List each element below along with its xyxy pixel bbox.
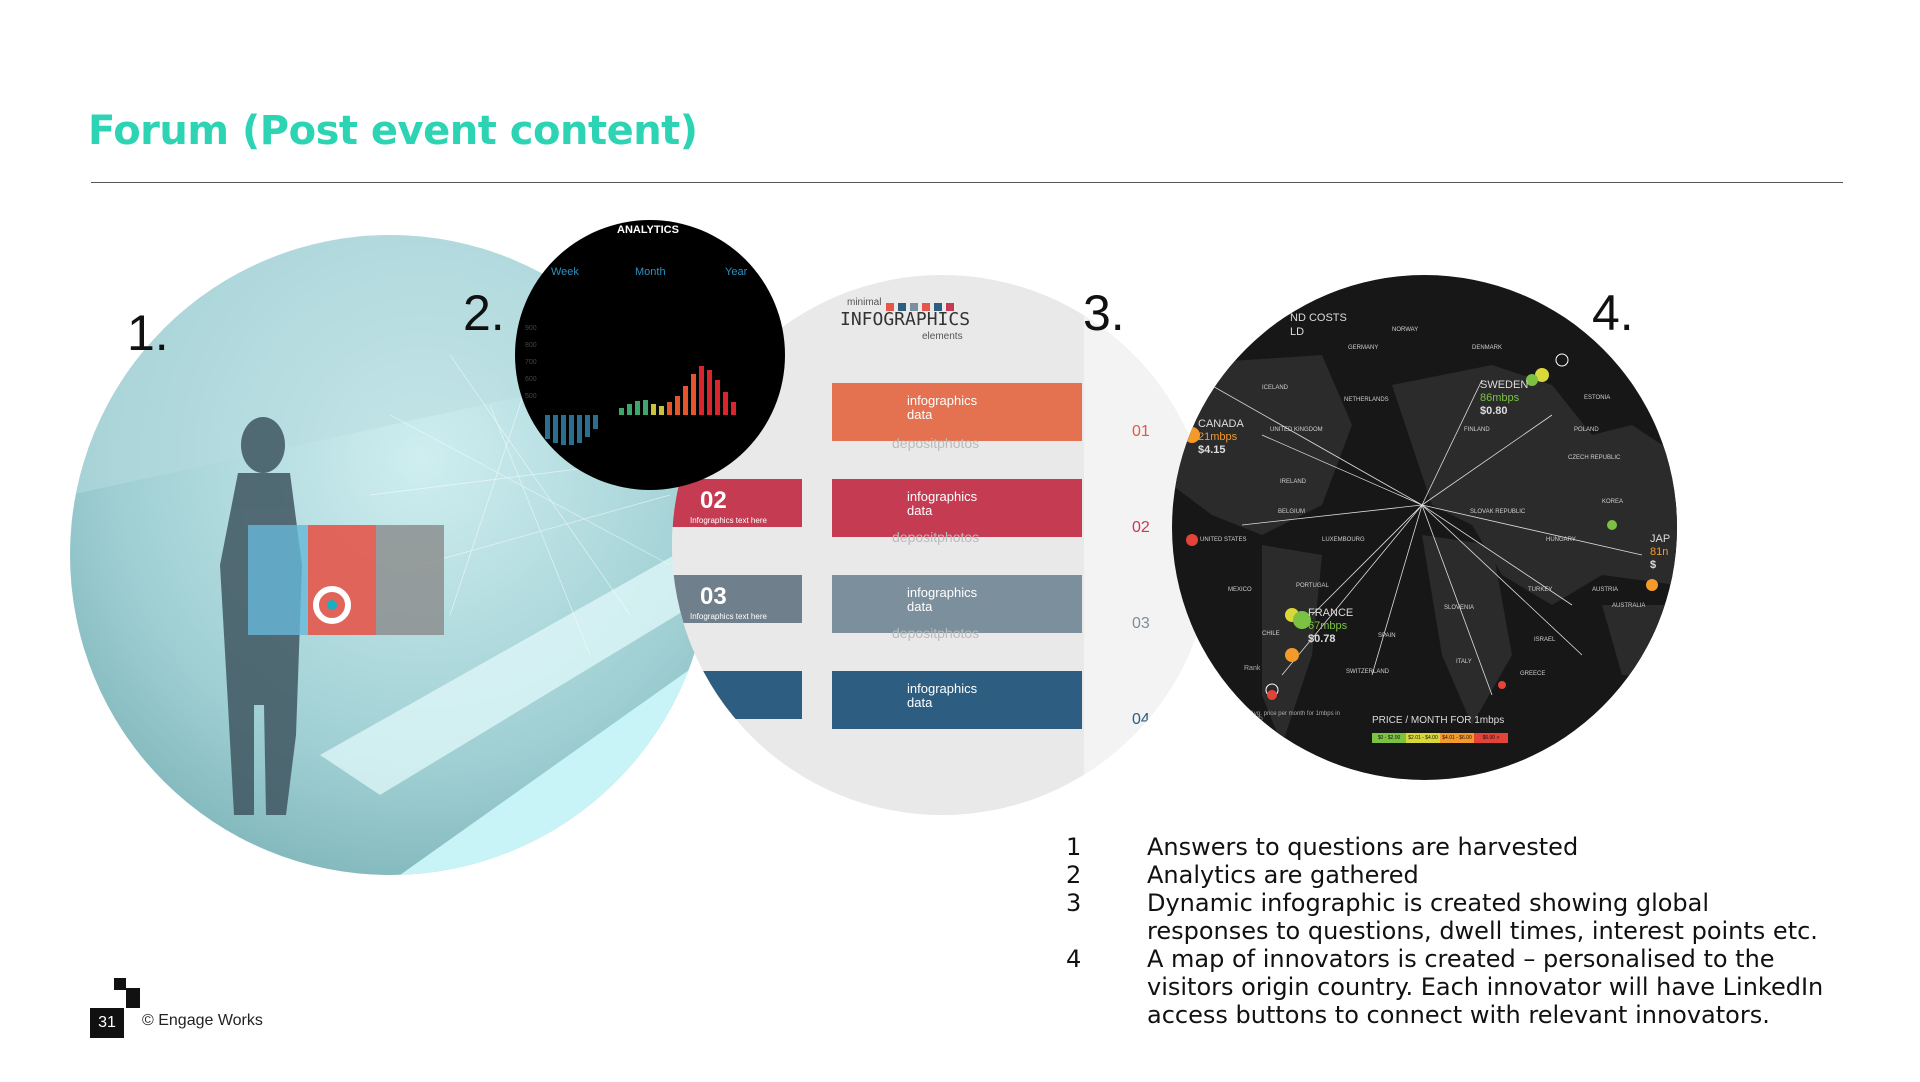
legend-item: $0 - $2.00 — [1372, 733, 1406, 743]
map-country-label: ICELAND — [1262, 385, 1289, 391]
analytics-heading: ANALYTICS — [617, 224, 679, 236]
map-country-label: KOREA — [1602, 499, 1624, 505]
map-country-label: MEXICO — [1228, 587, 1252, 593]
side-number-03: 03 — [1132, 615, 1150, 632]
map-country-label: PORTUGAL — [1296, 583, 1329, 589]
map-country-label: LUXEMBOURG — [1322, 537, 1365, 543]
map-country-label: ESTONIA — [1584, 395, 1611, 401]
map-country-label: CZECH REPUBLIC — [1568, 455, 1621, 461]
band-caption: Infographics text here — [690, 516, 767, 525]
analytics-bar-graphic — [545, 366, 736, 445]
side-number-02: 02 — [1132, 519, 1150, 536]
title-divider — [91, 182, 1843, 183]
map-country-label: IRELAND — [1280, 479, 1307, 485]
infographic-header-small: minimal — [847, 297, 882, 308]
map-fragment: AN — [1230, 700, 1240, 707]
rank-label: Rank — [1244, 665, 1261, 672]
legend-item: $6.00 > — [1474, 733, 1508, 743]
avg-price-label: Avg. price per month for 1mbps in USD — [1250, 711, 1340, 723]
image-circle-infographic: minimal INFOGRAPHICS elements infographi… — [672, 275, 1212, 815]
step-marker-3: 3. — [1083, 285, 1125, 341]
band-number-02: 02 — [700, 487, 727, 514]
world-map-graphic — [1172, 353, 1677, 745]
side-number-01: 01 — [1132, 423, 1150, 440]
map-country-label: CHILE — [1262, 631, 1280, 637]
map-country-label: DENMARK — [1472, 345, 1503, 351]
map-country-label: SPAIN — [1378, 633, 1396, 639]
map-country-label: GERMANY — [1348, 345, 1379, 351]
analytics-tab-year[interactable]: Year — [725, 266, 748, 278]
step-marker-1: 1. — [127, 305, 169, 361]
map-country-label: NORWAY — [1392, 327, 1419, 333]
price-legend: $0 - $2.00 $2.01 - $4.00 $4.01 - $6.00 $… — [1372, 733, 1508, 743]
side-number-04: 04 — [1132, 711, 1150, 728]
legend-item: $4.01 - $6.00 — [1440, 733, 1474, 743]
map-country-label: AUSTRIA — [1592, 587, 1619, 593]
image-circle-analytics: ANALYTICS Week Month Year 900 800 700 60… — [515, 220, 785, 490]
infographic-header-big: INFOGRAPHICS — [840, 309, 971, 330]
map-country-label: SWITZERLAND — [1346, 669, 1390, 675]
map-country-label: POLAND — [1574, 427, 1599, 433]
map-country-label: UNITED KINGDOM — [1270, 427, 1323, 433]
page-title: Forum (Post event content) — [88, 108, 698, 154]
step-marker-2: 2. — [463, 285, 505, 341]
legend-title: PRICE / MONTH FOR 1mbps — [1372, 715, 1505, 726]
map-country-label: ITALY — [1456, 659, 1472, 665]
map-country-label: GREECE — [1520, 671, 1546, 677]
legend-item: $2.01 - $4.00 — [1406, 733, 1440, 743]
map-country-label: UNITED STATES — [1200, 537, 1247, 543]
map-country-label: NETHERLANDS — [1344, 397, 1389, 403]
map-country-label: TURKEY — [1528, 587, 1553, 593]
page-number: 31 — [90, 1008, 124, 1038]
analytics-tab-week[interactable]: Week — [551, 266, 579, 278]
step-marker-4: 4. — [1592, 285, 1634, 341]
map-country-label: ISRAEL — [1534, 637, 1556, 643]
band-number-03: 03 — [700, 583, 727, 610]
map-country-label: BELGIUM — [1278, 509, 1306, 515]
copyright: © Engage Works — [142, 1012, 263, 1029]
analytics-tab-month[interactable]: Month — [635, 266, 666, 278]
map-country-label: SLOVAK REPUBLIC — [1470, 509, 1526, 515]
watermark: depositphotos — [892, 435, 980, 451]
analytics-y-ticks: 900 800 700 600 500 — [525, 325, 537, 400]
watermark: depositphotos — [892, 625, 980, 641]
map-country-label: SLOVENIA — [1444, 605, 1475, 611]
map-country-label: AUSTRALIA — [1612, 603, 1646, 609]
engage-works-logo-icon — [114, 978, 140, 1008]
band-number-4: 4 — [686, 679, 700, 706]
infographic-header-sub: elements — [922, 331, 963, 342]
map-country-label: FINLAND — [1464, 427, 1490, 433]
watermark: depositphotos — [892, 529, 980, 545]
map-country-label: HUNGARY — [1546, 537, 1576, 543]
band-caption: Infographics text here — [690, 612, 767, 621]
